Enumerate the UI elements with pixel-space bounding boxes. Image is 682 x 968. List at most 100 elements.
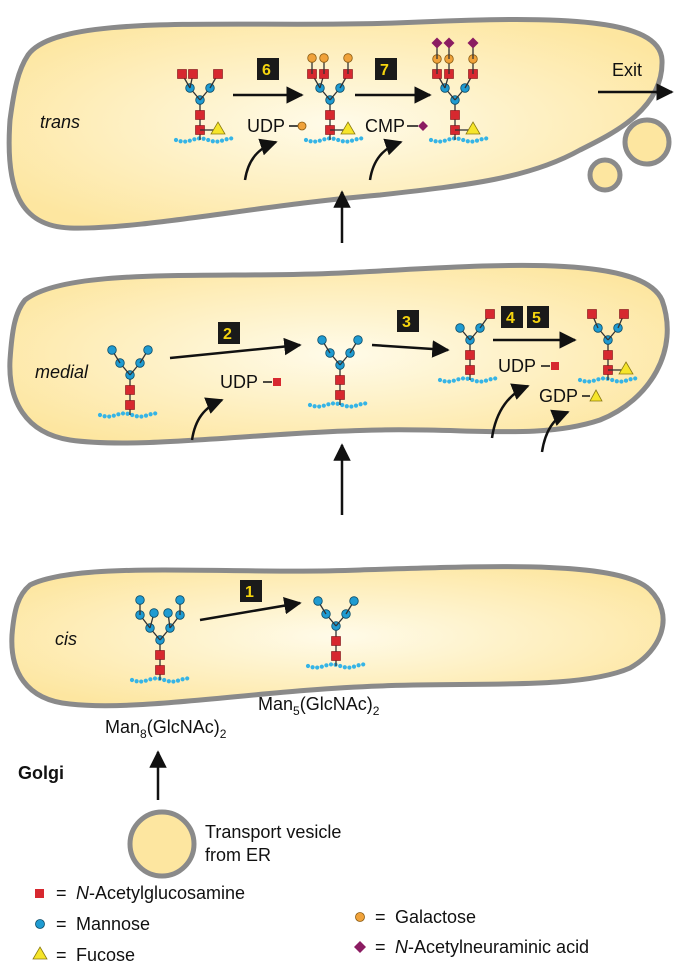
membrane-lipid-dot: [313, 139, 318, 144]
exit-vesicle-small: [587, 157, 623, 193]
legend-galactose-circle: [355, 912, 365, 922]
glcnac-residue: [465, 350, 475, 360]
membrane-lipid-dot: [340, 402, 345, 408]
membrane-lipid-dot: [633, 376, 638, 381]
man5-label: Man5(GlcNAc)2: [258, 694, 380, 718]
membrane-lipid-dot: [345, 139, 350, 144]
membrane-lipid-dot: [330, 401, 336, 406]
membrane-lipid-dot: [437, 377, 443, 383]
udp-glcnac-glyph-2: [551, 362, 559, 370]
membrane-lipid-dot: [338, 663, 343, 669]
membrane-lipid-dot: [229, 136, 234, 141]
mannose-residue: [107, 345, 117, 355]
curved-arrow-udp-medial-2: [490, 383, 530, 439]
membrane-lipid-dot: [591, 378, 596, 383]
membrane-lipid-dot: [315, 665, 320, 670]
membrane-lipid-dot: [322, 137, 327, 142]
membrane-lipid-dot: [328, 662, 334, 667]
membrane-lipid-dot: [442, 379, 447, 384]
fucose-residue: [340, 121, 356, 135]
curved-arrow-gdp: [540, 409, 570, 453]
membrane-lipid-dot: [321, 403, 326, 408]
membrane-lipid-dot: [451, 378, 456, 383]
medial-label: medial: [35, 362, 89, 382]
vesicle-label-line1: Transport vesicle: [205, 822, 341, 842]
curved-arrow-udp-trans: [243, 138, 278, 181]
gdp-donor: GDP: [539, 386, 578, 406]
cmp-neu-glyph: [418, 121, 428, 131]
galactose-residue: [319, 53, 329, 63]
membrane-lipid-dot: [610, 377, 615, 383]
udp-donor-trans: UDP: [247, 116, 285, 136]
membrane-lipid-dot: [353, 403, 359, 408]
mannose-residue: [353, 335, 363, 345]
step3-number: 3: [402, 314, 411, 331]
membrane-lipid-dot: [305, 663, 311, 669]
membrane-lipid-dot: [438, 139, 443, 144]
mannose-residue: [149, 608, 159, 618]
membrane-lipid-dot: [153, 411, 158, 416]
membrane-lipid-dot: [600, 376, 606, 381]
membrane-lipid-dot: [130, 412, 135, 418]
legend-fucose-text: Fucose: [76, 945, 135, 965]
step4-number: 4: [506, 310, 515, 327]
membrane-lipid-dot: [166, 679, 171, 684]
membrane-lipid-dot: [470, 139, 475, 144]
membrane-lipid-dot: [152, 676, 158, 681]
glcnac-residue: [155, 650, 165, 660]
galactose-residue: [343, 53, 353, 63]
membrane-lipid-dot: [317, 138, 322, 143]
legend-mannose-circle: [35, 919, 45, 929]
legend: = N-Acetylglucosamine = Mannose = Fucose…: [32, 883, 589, 965]
exit-label: Exit: [612, 60, 642, 80]
glcnac-residue: [177, 69, 187, 79]
membrane-lipid-dot: [488, 377, 493, 382]
step2-box: [218, 322, 240, 344]
neu-residue: [431, 37, 443, 49]
membrane-lipid-dot: [97, 412, 103, 418]
trans-label: trans: [40, 112, 80, 132]
glcnac-residue: [213, 69, 223, 79]
membrane-lipid-dot: [102, 414, 107, 419]
glcnac-residue: [603, 350, 613, 360]
membrane-lipid-dot: [587, 379, 592, 384]
glcnac-residue: [125, 385, 135, 395]
membrane-lipid-dot: [483, 378, 489, 383]
legend-fucose-eq: =: [56, 945, 67, 965]
membrane-lipid-dot: [219, 138, 225, 143]
membrane-lipid-dot: [134, 414, 139, 419]
glcnac-residue: [485, 309, 495, 319]
membrane-lipid-dot: [479, 137, 484, 142]
membrane-lipid-dot: [183, 139, 188, 144]
step3-box: [397, 310, 419, 332]
exit-vesicle-large: [622, 117, 672, 167]
membrane-lipid-dot: [187, 138, 192, 143]
glcnac-residue: [619, 309, 629, 319]
membrane-lipid-dot: [470, 377, 475, 383]
membrane-lipid-dot: [171, 679, 176, 684]
membrane-lipid-dot: [484, 136, 489, 141]
gdp-fucose-glyph: [589, 389, 603, 402]
membrane-lipid-dot: [461, 137, 466, 143]
membrane-lipid-dot: [201, 136, 206, 141]
man8-label: Man8(GlcNAc)2: [105, 717, 227, 741]
membrane-lipid-dot: [336, 137, 341, 143]
membrane-lipid-dot: [111, 413, 116, 418]
membrane-lipid-dot: [178, 139, 183, 144]
step7-number: 7: [380, 62, 389, 79]
membrane-lipid-dot: [310, 665, 315, 670]
membrane-lipid-dot: [224, 137, 229, 142]
membrane-lipid-dot: [148, 412, 153, 417]
membrane-lipid-dot: [143, 413, 149, 418]
membrane-lipid-dot: [303, 137, 309, 143]
mannose-residue: [135, 595, 145, 605]
membrane-lipid-dot: [354, 137, 359, 142]
membrane-lipid-dot: [344, 404, 349, 409]
glcnac-residue: [195, 110, 205, 120]
step6-box: [257, 58, 279, 80]
membrane-lipid-dot: [342, 665, 347, 670]
cmp-donor: CMP: [365, 116, 405, 136]
glcnac-residue: [587, 309, 597, 319]
membrane-lipid-dot: [173, 137, 179, 143]
